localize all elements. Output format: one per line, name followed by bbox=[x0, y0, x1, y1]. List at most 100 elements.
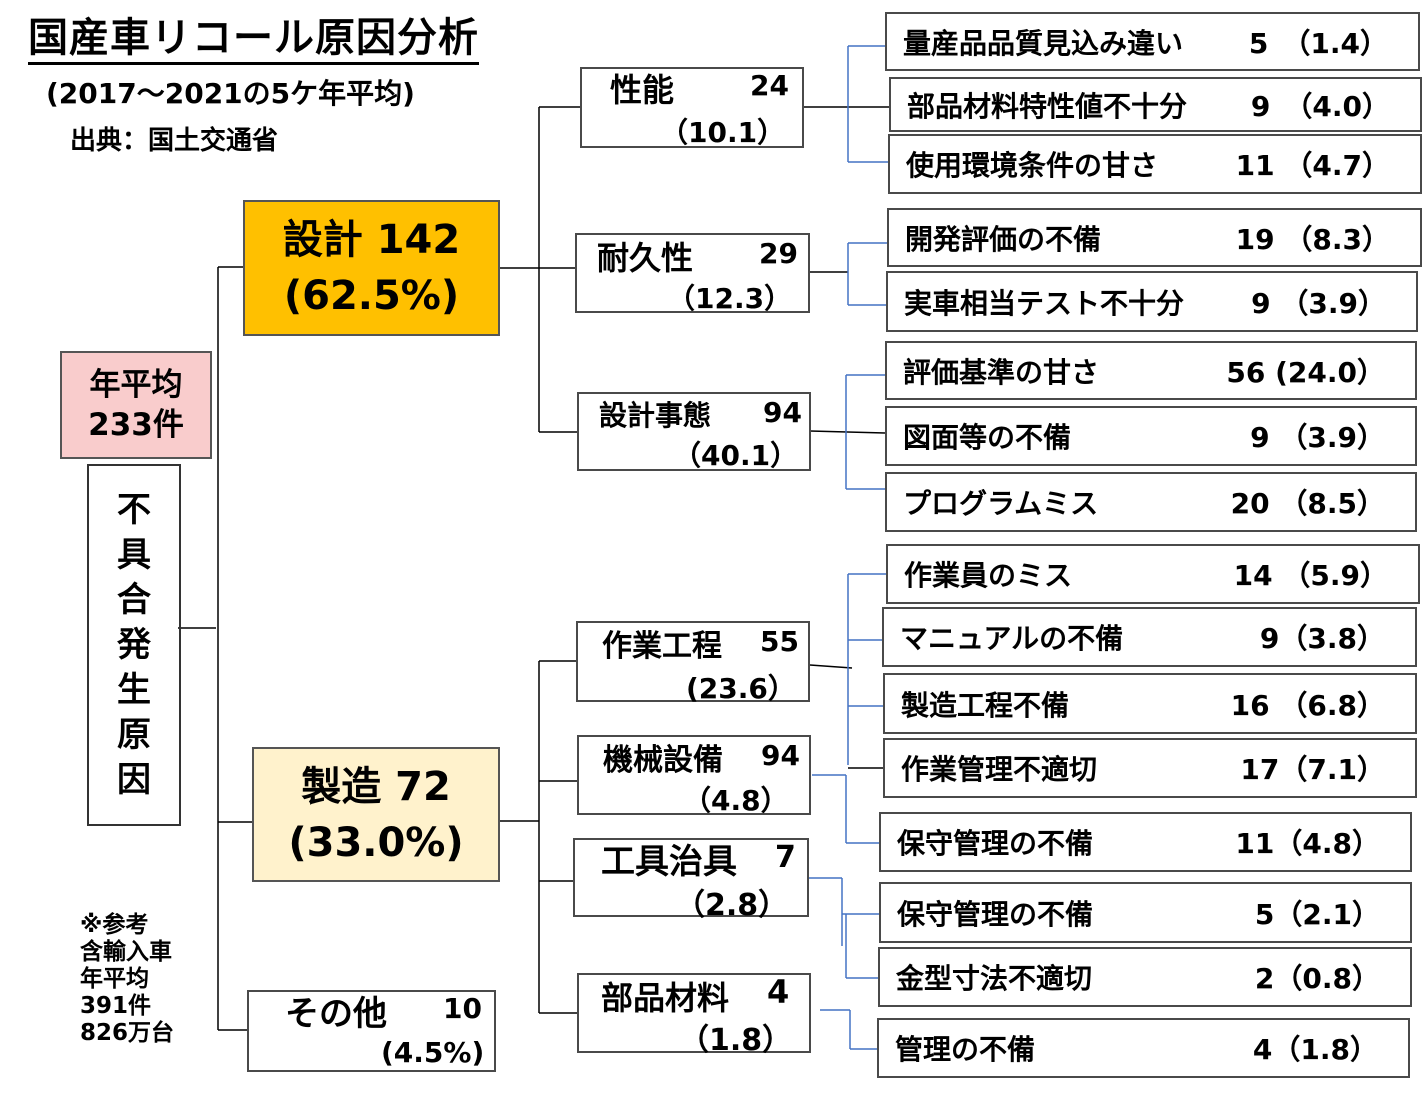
leaf-name: 図面等の不備 bbox=[903, 421, 1072, 454]
leaf-count: 19 （8.3） bbox=[1235, 222, 1390, 256]
reference-note: ※参考 含輸入車 年平均 391件 826万台 bbox=[80, 912, 174, 1047]
leaf-item: プログラムミス 20 （8.5） bbox=[885, 472, 1417, 532]
category-design: 設計 142 (62.5%) bbox=[243, 200, 500, 336]
sub-name: 機械設備 bbox=[603, 743, 723, 778]
sub-name: 部品材料 bbox=[601, 979, 730, 1017]
root-char: 具 bbox=[117, 534, 151, 575]
source-label: 出典：国土交通省 bbox=[70, 126, 279, 156]
sub-percent: （2.8） bbox=[675, 888, 789, 923]
sub-parts-materials: 部品材料 4 （1.8） bbox=[577, 973, 811, 1058]
sub-count: 94 bbox=[763, 396, 802, 429]
leaf-count: 14 （5.9） bbox=[1233, 559, 1388, 592]
sub-count: 4 bbox=[767, 973, 790, 1011]
sub-count: 94 bbox=[761, 739, 800, 772]
root-char: 発 bbox=[117, 624, 151, 665]
leaf-item: マニュアルの不備 9（3.8） bbox=[882, 607, 1417, 667]
leaf-item: 保守管理の不備 5（2.1） bbox=[879, 882, 1412, 943]
sub-count: 24 bbox=[750, 69, 789, 102]
total-value: 233件 bbox=[88, 407, 184, 443]
leaf-item: 評価基準の甘さ 56 (24.0） bbox=[885, 341, 1417, 400]
leaf-name: 金型寸法不適切 bbox=[896, 962, 1093, 995]
leaf-count: 16 （6.8） bbox=[1230, 688, 1385, 722]
sub-name: 作業工程 bbox=[602, 629, 722, 664]
leaf-name: 作業管理不適切 bbox=[901, 753, 1098, 786]
leaf-count: 11 （4.7） bbox=[1235, 149, 1390, 182]
category-percent: (62.5%) bbox=[283, 273, 460, 319]
total-label: 年平均 bbox=[89, 367, 183, 403]
note-line: 含輸入車 bbox=[80, 939, 172, 965]
leaf-name: 管理の不備 bbox=[895, 1033, 1036, 1066]
category-percent: (4.5%) bbox=[381, 1036, 485, 1069]
root-char: 原 bbox=[117, 714, 151, 755]
leaf-item: 作業管理不適切 17（7.1） bbox=[883, 738, 1417, 798]
note-line: ※参考 bbox=[80, 912, 149, 938]
sub-count: 55 bbox=[760, 625, 799, 658]
leaf-item: 管理の不備 4（1.8） bbox=[877, 1018, 1410, 1078]
leaf-name: 実車相当テスト不十分 bbox=[904, 286, 1185, 320]
sub-name: 性能 bbox=[610, 71, 675, 109]
sub-percent: （4.8） bbox=[683, 784, 789, 817]
leaf-name: 使用環境条件の甘さ bbox=[906, 149, 1159, 182]
leaf-name: 保守管理の不備 bbox=[897, 827, 1094, 860]
sub-durability: 耐久性 29 （12.3） bbox=[575, 233, 810, 315]
root-node-defect-cause: 不 具 合 発 生 原 因 bbox=[87, 464, 181, 826]
sub-percent: （1.8） bbox=[679, 1023, 793, 1058]
leaf-item: 金型寸法不適切 2（0.8） bbox=[878, 947, 1412, 1007]
sub-work-process: 作業工程 55 (23.6） bbox=[576, 621, 810, 705]
leaf-item: 量産品品質見込み違い 5 （1.4） bbox=[885, 12, 1420, 71]
leaf-name: 保守管理の不備 bbox=[897, 897, 1094, 931]
leaf-count: 9（3.8） bbox=[1259, 622, 1385, 655]
leaf-count: 4（1.8） bbox=[1252, 1033, 1378, 1066]
leaf-count: 20 （8.5） bbox=[1230, 487, 1385, 520]
leaf-count: 5 （1.4） bbox=[1248, 26, 1388, 60]
leaf-item: 部品材料特性値不十分 9 （4.0） bbox=[889, 77, 1422, 132]
sub-design-itself: 設計事態 94 （40.1） bbox=[577, 392, 811, 472]
leaf-count: 17（7.1） bbox=[1240, 753, 1385, 786]
leaf-count: 56 (24.0） bbox=[1226, 355, 1385, 389]
leaf-count: 9 （3.9） bbox=[1250, 421, 1385, 454]
sub-name: 耐久性 bbox=[597, 239, 694, 277]
category-other: その他 10 (4.5%) bbox=[247, 990, 496, 1072]
category-name: その他 bbox=[285, 994, 387, 1034]
note-line: 391件 bbox=[80, 993, 152, 1019]
leaf-count: 5（2.1） bbox=[1254, 897, 1380, 931]
root-char: 因 bbox=[117, 759, 151, 800]
leaf-item: 開発評価の不備 19 （8.3） bbox=[887, 208, 1422, 267]
sub-name: 設計事態 bbox=[599, 399, 712, 432]
sub-performance: 性能 24 （10.1） bbox=[580, 67, 804, 149]
sub-count: 7 bbox=[775, 840, 796, 875]
leaf-count: 9 （4.0） bbox=[1250, 89, 1390, 123]
leaf-count: 11（4.8） bbox=[1235, 827, 1380, 860]
leaf-name: マニュアルの不備 bbox=[900, 622, 1124, 655]
leaf-item: 保守管理の不備 11（4.8） bbox=[879, 812, 1412, 872]
sub-percent: （10.1） bbox=[660, 116, 786, 149]
category-name: 設計 142 bbox=[282, 217, 461, 263]
leaf-name: 開発評価の不備 bbox=[905, 222, 1102, 256]
leaf-name: 部品材料特性値不十分 bbox=[907, 89, 1188, 123]
note-line: 年平均 bbox=[80, 966, 149, 992]
leaf-item: 作業員のミス 14 （5.9） bbox=[886, 544, 1420, 604]
sub-percent: (23.6） bbox=[686, 672, 796, 705]
sub-name: 工具治具 bbox=[601, 842, 737, 882]
leaf-item: 図面等の不備 9 （3.9） bbox=[885, 406, 1417, 466]
leaf-item: 製造工程不備 16 （6.8） bbox=[883, 673, 1417, 734]
sub-tools-jigs: 工具治具 7 （2.8） bbox=[573, 838, 809, 923]
leaf-name: プログラムミス bbox=[903, 487, 1099, 520]
subtitle: (2017～2021の5ケ年平均) bbox=[46, 77, 415, 110]
category-percent: (33.0%) bbox=[288, 819, 464, 866]
sub-percent: （40.1） bbox=[673, 439, 799, 472]
leaf-item: 実車相当テスト不十分 9 （3.9） bbox=[886, 271, 1418, 332]
sub-count: 29 bbox=[759, 237, 798, 270]
leaf-name: 製造工程不備 bbox=[901, 688, 1070, 722]
annual-total-box: 年平均 233件 bbox=[60, 351, 212, 459]
page-title: 国産車リコール原因分析 bbox=[28, 14, 479, 65]
root-char: 不 bbox=[117, 489, 151, 530]
category-name: 製造 72 bbox=[301, 763, 451, 810]
root-char: 生 bbox=[117, 669, 151, 710]
sub-machinery: 機械設備 94 （4.8） bbox=[577, 735, 811, 817]
leaf-name: 評価基準の甘さ bbox=[903, 355, 1100, 389]
leaf-name: 量産品品質見込み違い bbox=[903, 26, 1184, 60]
category-manufacturing: 製造 72 (33.0%) bbox=[252, 747, 500, 882]
leaf-item: 使用環境条件の甘さ 11 （4.7） bbox=[888, 134, 1422, 194]
